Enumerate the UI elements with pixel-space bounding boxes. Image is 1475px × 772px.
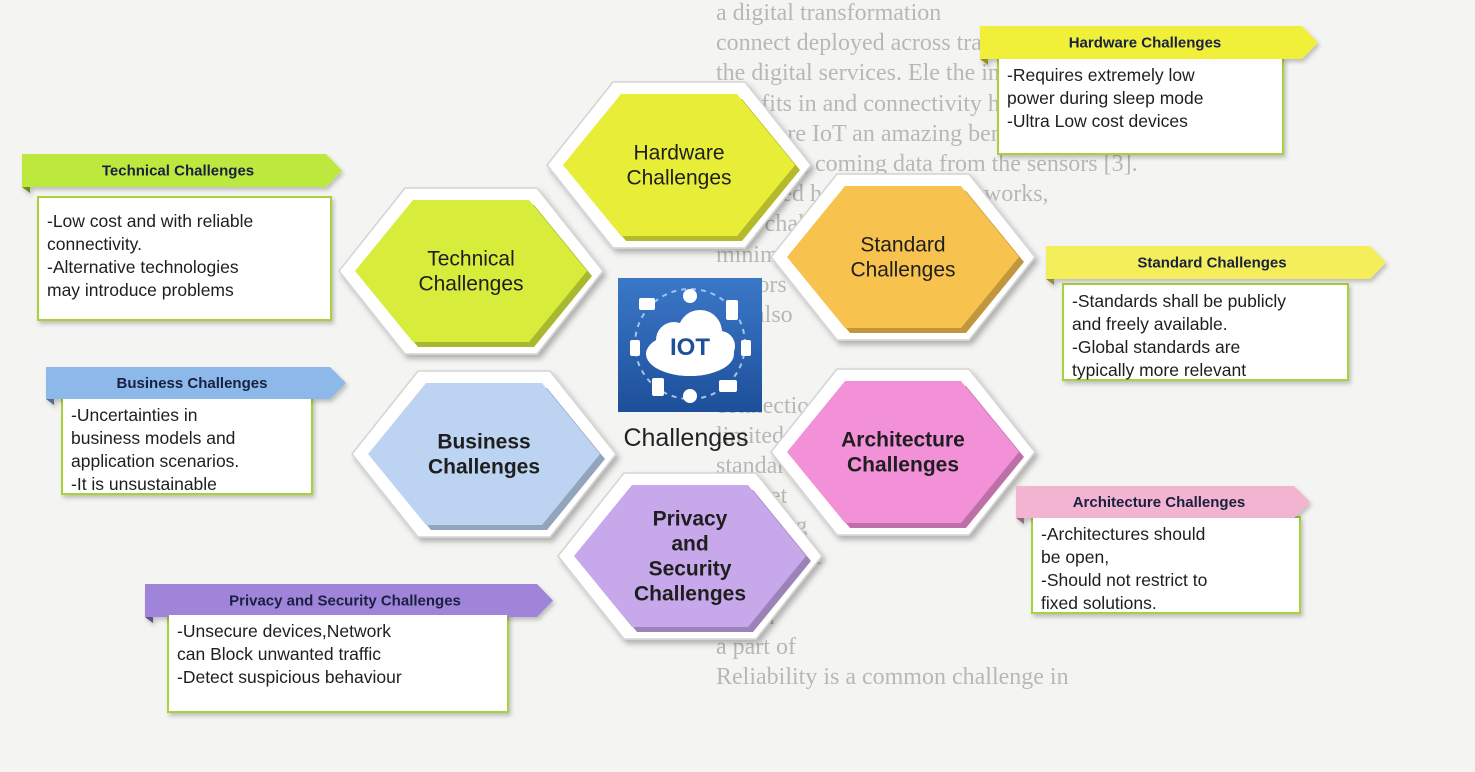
- callout-note-line: -Requires extremely low: [1007, 65, 1195, 85]
- callout-banner: [1046, 246, 1386, 285]
- hexagon-fill: [574, 485, 806, 627]
- callout-note-architecture: -Architectures should be open, -Should not…: [1033, 518, 1299, 613]
- callout-note-line: connectivity.: [47, 234, 142, 254]
- callout-banner: [1016, 486, 1310, 524]
- callout-banner: [46, 367, 346, 405]
- callout-note-line: be open,: [1041, 547, 1110, 567]
- callout-banner: [145, 584, 553, 623]
- callout-note-line: power during sleep mode: [1007, 88, 1204, 108]
- callout-banner-fold: [1046, 279, 1054, 285]
- hexagon-label-line: Challenges: [626, 167, 731, 190]
- callout-note-line: -Detect suspicious behaviour: [177, 667, 402, 687]
- hexagon-label-line: Challenges: [428, 456, 540, 479]
- callout-banner-title: Business Challenges: [117, 375, 268, 392]
- hexagon-label-line: Business: [437, 431, 530, 454]
- center-label: Challenges: [623, 424, 748, 452]
- device-icons: [630, 289, 751, 403]
- callout-banner-title: Hardware Challenges: [1069, 35, 1222, 52]
- callout-note-line: -Architectures should: [1041, 524, 1206, 544]
- hexagon-label-line: Challenges: [850, 259, 955, 282]
- callout-note-line: -Ultra Low cost devices: [1007, 111, 1188, 131]
- callout-note-line: -It is unsustainable: [71, 474, 217, 494]
- callout-note-line: fixed solutions.: [1041, 593, 1157, 613]
- hexagon-group: HardwareChallengesTechnicalChallengesSta…: [338, 81, 1036, 640]
- callout-note-line: can Block unwanted traffic: [177, 644, 381, 664]
- callout-note-line: -Alternative technologies: [47, 257, 239, 277]
- callout-note-line: -Global standards are: [1072, 337, 1241, 357]
- callout-note-line: -Uncertainties in: [71, 405, 198, 425]
- hexagon-fill: [563, 94, 795, 236]
- hexagon-fill: [787, 381, 1019, 523]
- hexagon-label-line: Challenges: [634, 583, 746, 606]
- hexagon-fill: [355, 200, 587, 342]
- hexagon-label-line: and: [671, 533, 708, 556]
- hexagon-label-line: Technical: [427, 248, 515, 271]
- callout-banner-fold: [1016, 518, 1024, 524]
- callout-note-line: typically more relevant: [1072, 360, 1247, 380]
- callout-note-privacy: -Unsecure devices,Network can Block unwan…: [169, 615, 507, 711]
- callout-note-line: business models and: [71, 428, 236, 448]
- callout-banner: [980, 26, 1318, 65]
- callout-note-line: -Low cost and with reliable: [47, 211, 254, 231]
- callout-banner-fold: [46, 399, 54, 405]
- callout-note-line: -Unsecure devices,Network: [177, 621, 391, 641]
- hexagon-label-line: Standard: [860, 234, 945, 257]
- callout-note-line: -Standards shall be publicly: [1072, 291, 1287, 311]
- callout-banner-fold: [22, 187, 30, 193]
- callout-banner-fold: [980, 59, 988, 65]
- callout-note-line: application scenarios.: [71, 451, 240, 471]
- callout-banner-title: Technical Challenges: [102, 163, 254, 180]
- callout-note-hardware: -Requires extremely low power during slee…: [999, 59, 1282, 153]
- cloud-network-icon: IOT: [646, 310, 735, 376]
- callout-note-line: may introduce problems: [47, 280, 234, 300]
- callout-note-standard: -Standards shall be publicly and freely a…: [1064, 285, 1347, 380]
- callout-note-business: -Uncertainties in business models and appl…: [63, 399, 311, 494]
- hexagon-label-line: Hardware: [633, 142, 724, 165]
- iot-logo: IOT: [618, 278, 762, 412]
- hexagon-label-line: Challenges: [418, 273, 523, 296]
- iot-logo-text: IOT: [670, 334, 710, 361]
- callout-banner-title: Privacy and Security Challenges: [229, 593, 461, 610]
- hexagon-fill: [787, 186, 1019, 328]
- callout-banner-fold: [145, 617, 153, 623]
- hexagon-label-line: Privacy: [653, 508, 728, 531]
- callout-banner-title: Standard Challenges: [1137, 255, 1286, 272]
- callout-note-line: and freely available.: [1072, 314, 1228, 334]
- callout-note-line: -Should not restrict to: [1041, 570, 1208, 590]
- callout-banner-title: Architecture Challenges: [1073, 494, 1246, 511]
- callout-note-technical: -Low cost and with reliable connectivity.…: [39, 198, 330, 319]
- hexagon-fill: [368, 383, 600, 525]
- hexagon-label-line: Architecture: [841, 429, 965, 452]
- callout-banner: [22, 154, 342, 193]
- hexagon-label-line: Challenges: [847, 454, 959, 477]
- hexagon-label-line: Security: [649, 558, 732, 581]
